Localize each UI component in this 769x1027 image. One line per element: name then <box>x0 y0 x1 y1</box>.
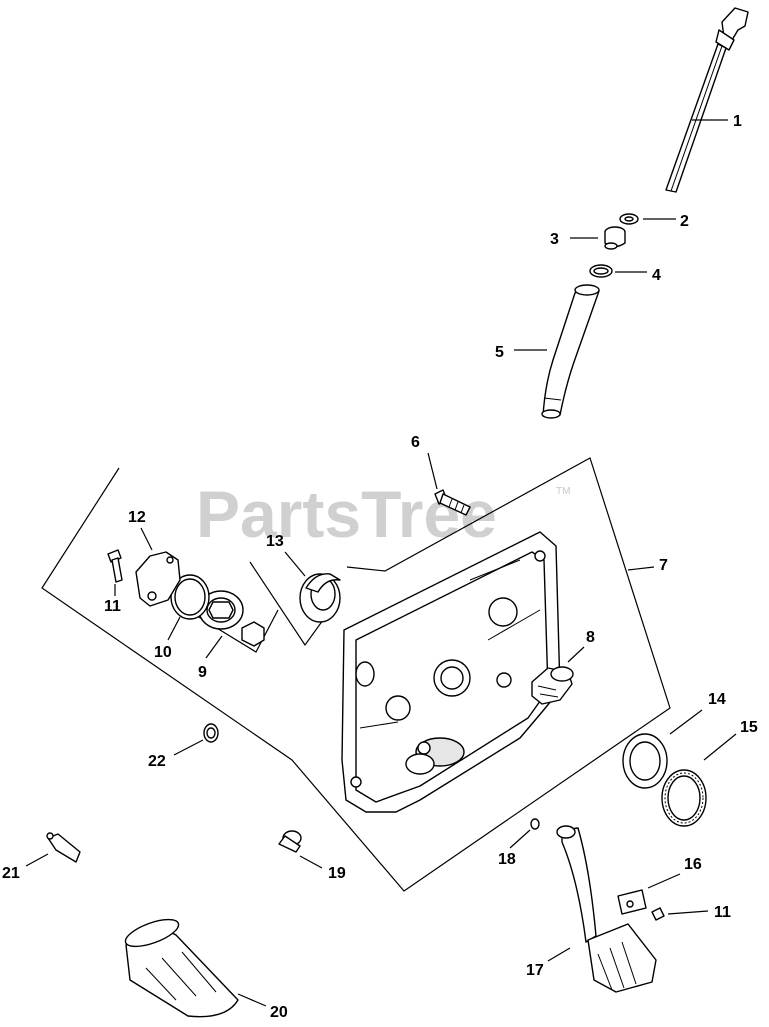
large-oil-seal-part <box>622 733 668 789</box>
fitting-part <box>531 666 574 705</box>
callout-18: 18 <box>498 851 516 868</box>
drain-plug-part <box>203 723 219 743</box>
callout-5: 5 <box>495 344 504 361</box>
bolt-part <box>434 489 471 516</box>
oil-pump-gears-part <box>198 590 265 647</box>
callout-7: 7 <box>659 557 668 574</box>
callout-9: 9 <box>198 664 207 681</box>
callout-2: 2 <box>680 213 689 230</box>
callout-16: 16 <box>684 856 702 873</box>
watermark-trademark: TM <box>556 486 570 497</box>
leader-lines <box>25 119 737 1007</box>
callout-17: 17 <box>526 962 544 979</box>
plug-part <box>278 830 302 853</box>
watermark-text: PartsTree <box>196 477 497 551</box>
ring-part <box>661 769 707 827</box>
screw-part-2 <box>651 907 665 921</box>
callout-20: 20 <box>270 1004 288 1021</box>
pump-cover-part <box>135 551 181 607</box>
callout-19: 19 <box>328 865 346 882</box>
bracket-part <box>617 889 647 915</box>
pump-o-ring-part <box>170 574 210 620</box>
callout-11-b: 11 <box>714 904 731 921</box>
closure-plate-part <box>341 531 561 813</box>
callout-8: 8 <box>586 629 595 646</box>
callout-15: 15 <box>740 719 758 736</box>
dipstick-part <box>665 7 749 193</box>
washer-part <box>619 213 639 225</box>
callout-11: 11 <box>104 598 121 615</box>
callout-13: 13 <box>266 533 284 550</box>
callout-21: 21 <box>2 865 20 882</box>
oil-seal-part <box>299 573 341 623</box>
callout-10: 10 <box>154 644 172 661</box>
grommet-part <box>604 226 626 250</box>
oil-filter-part <box>124 918 239 1018</box>
callout-3: 3 <box>550 231 559 248</box>
callout-6: 6 <box>411 434 420 451</box>
o-ring-part <box>589 264 613 278</box>
oil-pickup-part <box>556 825 657 993</box>
oil-sensor-part <box>46 832 81 863</box>
callout-22: 22 <box>148 753 166 770</box>
dipstick-tube-part <box>541 284 600 419</box>
callout-14: 14 <box>708 691 726 708</box>
screw-part <box>107 549 123 583</box>
small-o-ring-part <box>530 818 540 830</box>
callout-12: 12 <box>128 509 146 526</box>
callout-1: 1 <box>733 113 742 130</box>
callout-labels: 1 2 3 4 5 6 7 8 9 10 11 12 13 14 15 16 1… <box>2 113 758 1021</box>
callout-4: 4 <box>652 267 661 284</box>
